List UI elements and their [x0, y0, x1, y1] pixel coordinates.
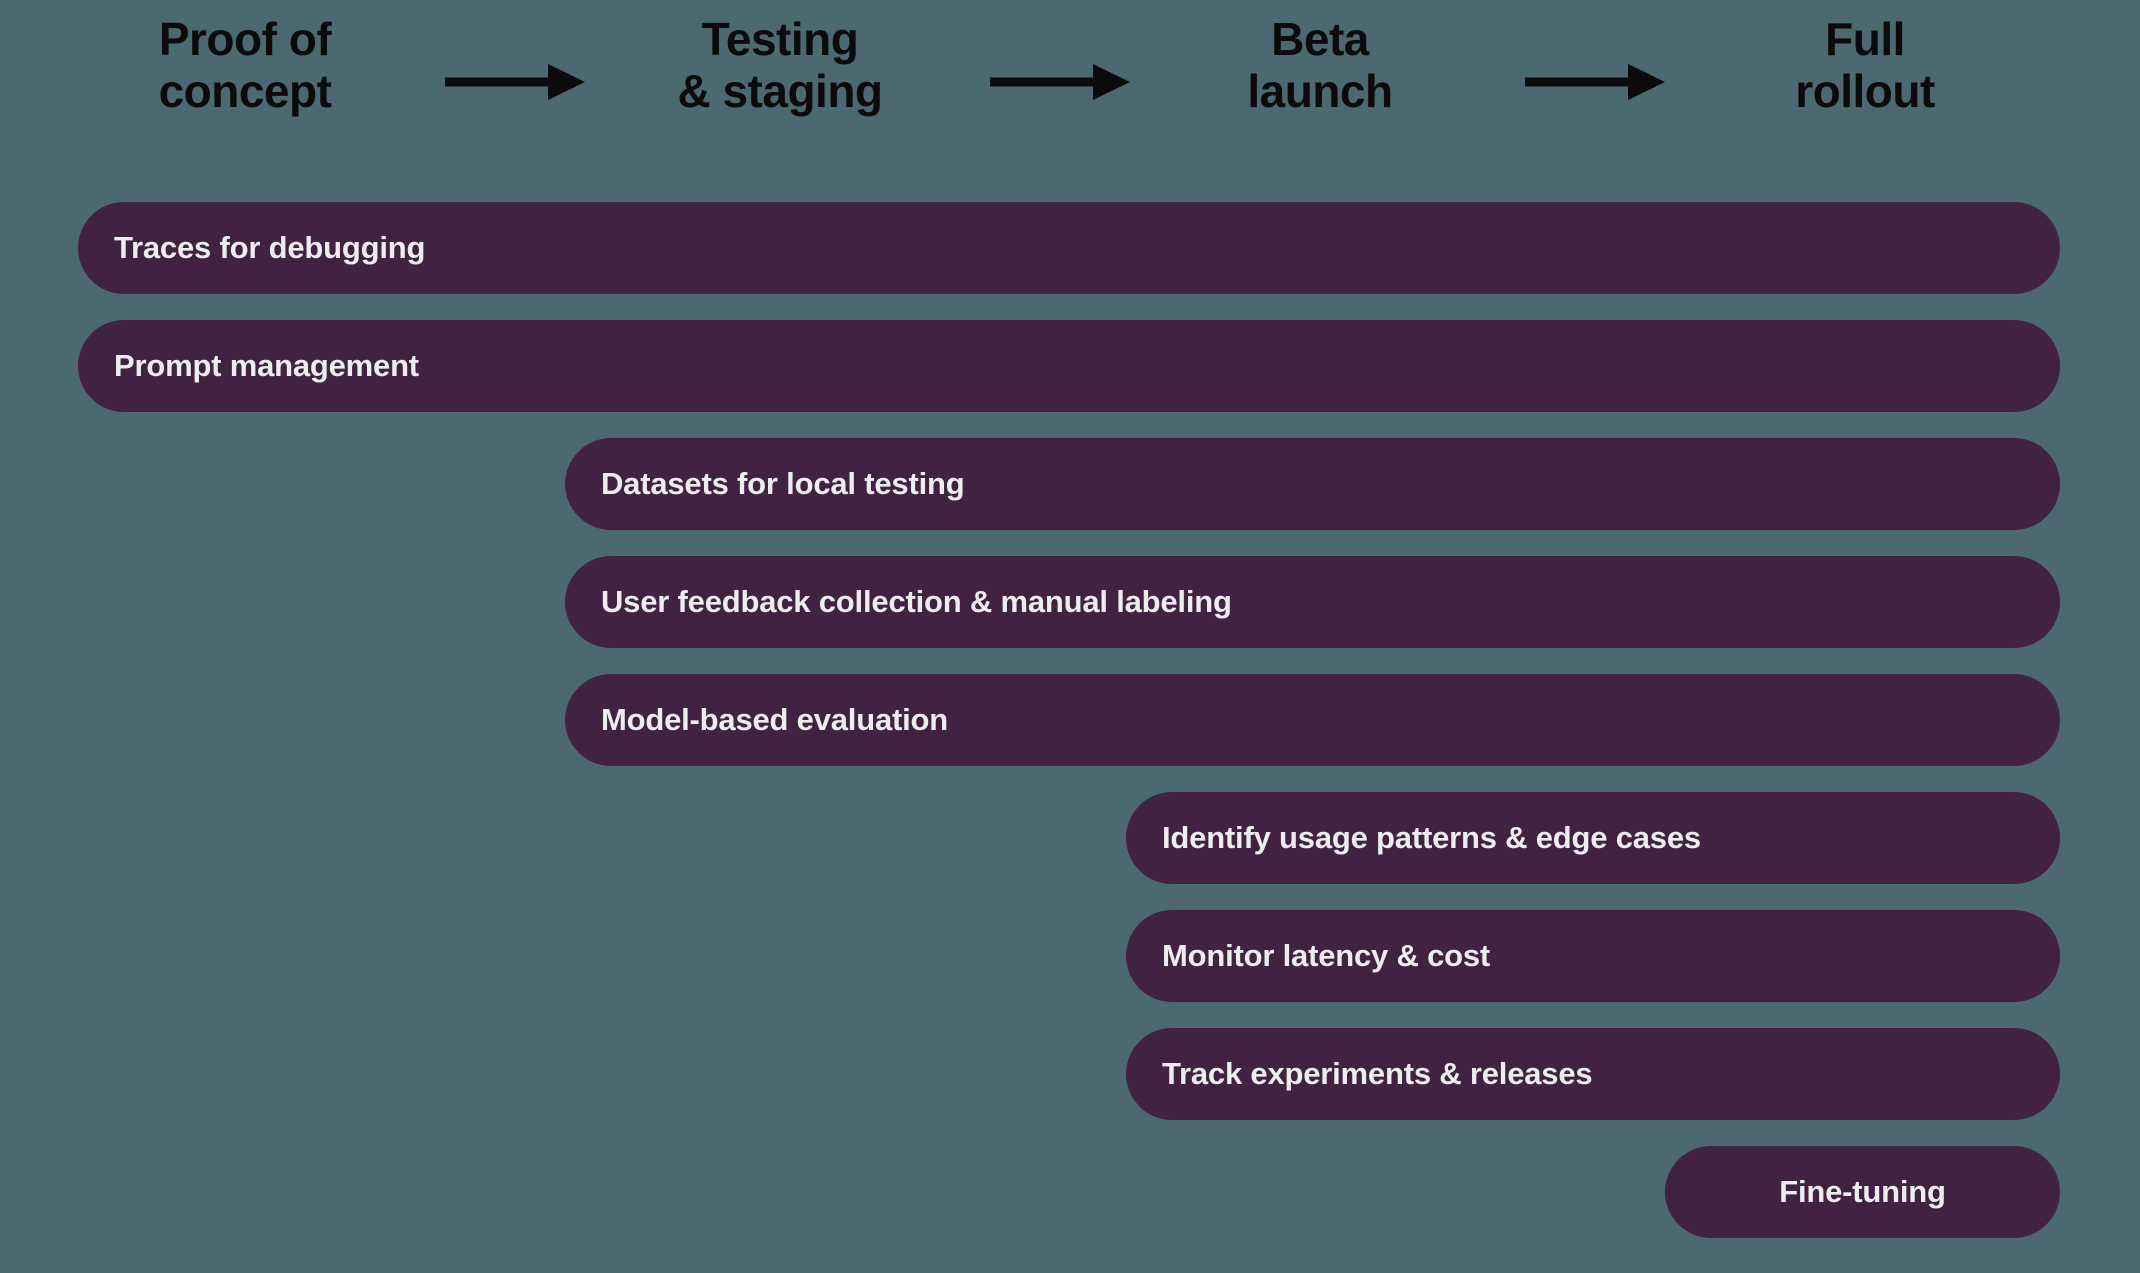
capability-pill[interactable]: User feedback collection & manual labeli… — [565, 556, 2060, 648]
capability-pill-label: Track experiments & releases — [1162, 1056, 1593, 1091]
stage-label-4: Full rollout — [1795, 13, 1935, 117]
capability-pill-label: Fine-tuning — [1779, 1174, 1946, 1209]
capability-pill-label: Datasets for local testing — [601, 466, 965, 501]
capability-pill-label: Identify usage patterns & edge cases — [1162, 820, 1701, 855]
capability-pill[interactable]: Datasets for local testing — [565, 438, 2060, 530]
capability-pill[interactable]: Fine-tuning — [1665, 1146, 2060, 1238]
stage-label-2: Testing & staging — [677, 13, 883, 117]
arrow-testing-to-beta-icon — [990, 62, 1130, 107]
arrow-beta-to-rollout-icon — [1525, 62, 1665, 107]
stage-label-3: Beta launch — [1247, 13, 1393, 117]
stage-label-1: Proof of concept — [158, 13, 332, 117]
capability-pill[interactable]: Monitor latency & cost — [1126, 910, 2060, 1002]
capability-pill[interactable]: Track experiments & releases — [1126, 1028, 2060, 1120]
arrow-poc-to-testing-icon — [445, 62, 585, 107]
capability-pill-label: Traces for debugging — [114, 230, 426, 265]
capability-pill[interactable]: Model-based evaluation — [565, 674, 2060, 766]
capability-pill-label: Model-based evaluation — [601, 702, 948, 737]
capability-pill[interactable]: Traces for debugging — [78, 202, 2060, 294]
capability-pill-label: User feedback collection & manual labeli… — [601, 584, 1232, 619]
capability-pill[interactable]: Identify usage patterns & edge cases — [1126, 792, 2060, 884]
capability-pill[interactable]: Prompt management — [78, 320, 2060, 412]
capability-pill-label: Monitor latency & cost — [1162, 938, 1491, 973]
capability-pill-label: Prompt management — [114, 348, 419, 383]
